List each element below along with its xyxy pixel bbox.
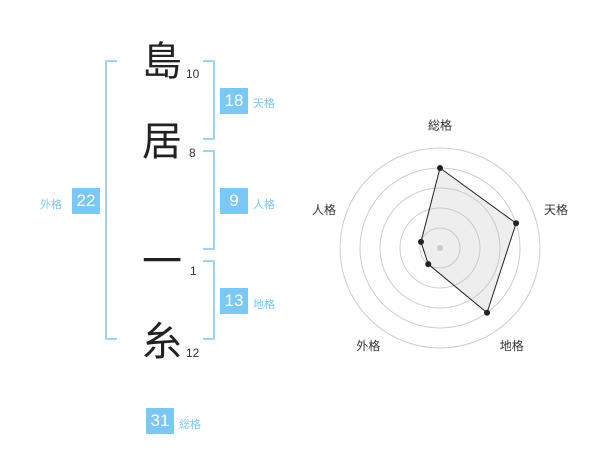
tenkaku-bracket [203,60,215,140]
name-char-3: 一 [142,239,182,285]
name-char-1: 島 [142,39,182,85]
chikaku-label: 地格 [253,298,275,311]
soukaku-value: 31 [146,408,174,434]
soukaku-label: 総格 [179,418,201,431]
jinkaku-bracket [203,150,215,250]
radar-axis-label: 総格 [428,118,452,133]
radar-ring [339,147,541,349]
radar-center [437,245,443,251]
radar-ring [379,187,501,309]
name-char-4: 糸 [142,319,182,365]
gaikaku-value: 22 [72,188,100,214]
radar-axis-label: 地格 [500,338,524,353]
gaikaku-bracket [105,60,117,340]
radar-axis-label: 外格 [356,338,380,353]
stroke-count-3: 1 [190,264,197,278]
stroke-count-4: 12 [186,346,200,360]
radar-axis-label: 人格 [312,202,336,217]
gaikaku-label: 外格 [40,198,62,211]
stroke-count-1: 10 [186,67,200,81]
stroke-count-2: 8 [189,146,196,160]
tenkaku-value: 18 [220,88,248,114]
jinkaku-label: 人格 [253,198,275,211]
chikaku-value: 13 [220,288,248,314]
chikaku-bracket [203,260,215,340]
radar-axis-label: 天格 [544,202,568,217]
jinkaku-value: 9 [220,188,248,214]
radar-point-3 [484,309,491,316]
radar-ring [399,207,481,289]
radar-ring [419,227,461,269]
radar-point-5 [417,238,424,245]
radar-point-4 [425,261,432,268]
radar-point-2 [513,220,520,227]
radar-point-1 [437,165,443,171]
radar-polygon [420,167,517,314]
tenkaku-label: 天格 [253,97,275,110]
name-char-2: 居 [142,119,182,165]
